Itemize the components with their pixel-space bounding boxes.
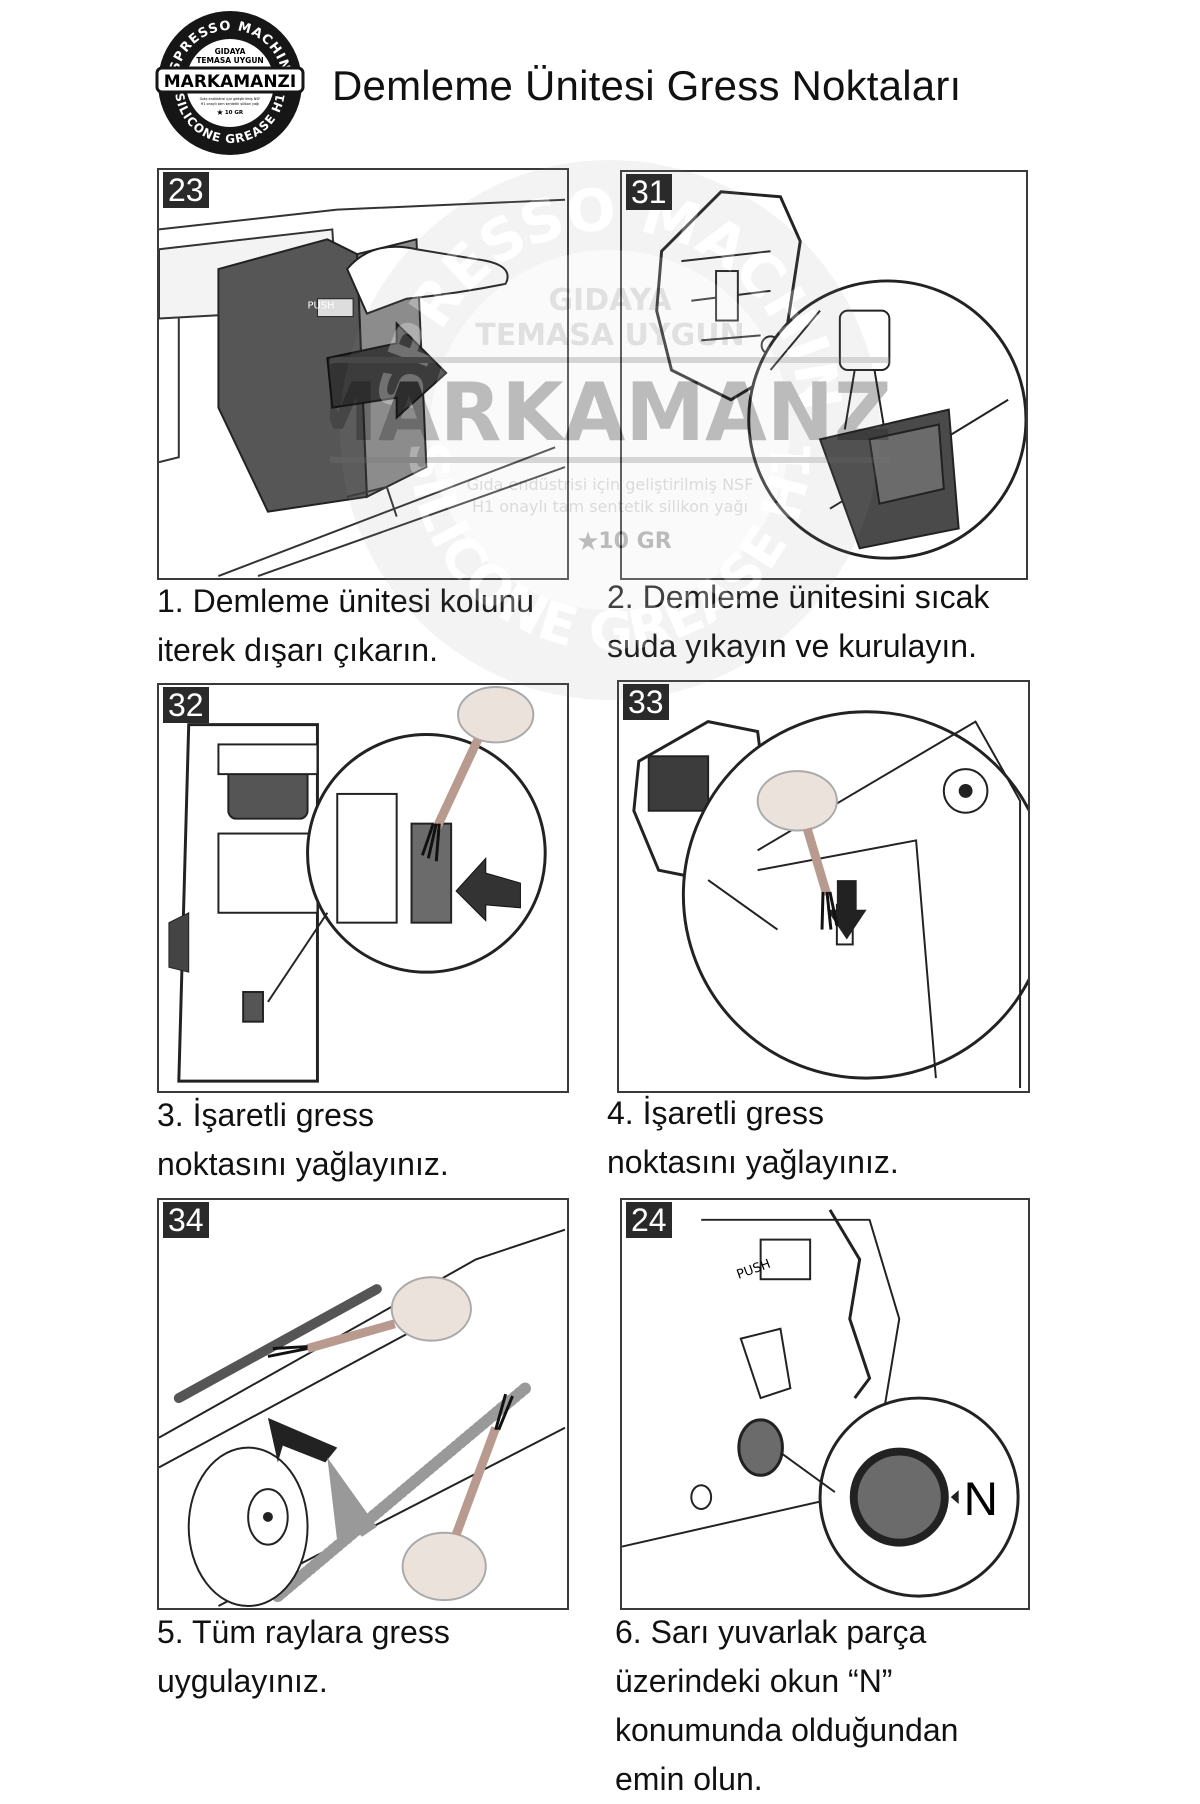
caption-line: 4. İşaretli gress xyxy=(607,1095,824,1131)
brew-unit-wash-illustration xyxy=(655,190,1026,560)
push-label: PUSH xyxy=(308,301,335,312)
page-title: Demleme Ünitesi Gress Noktaları xyxy=(332,62,962,109)
grease-point-1-illustration xyxy=(168,685,547,1083)
figure-number: 32 xyxy=(163,687,209,723)
markamanzi-logo: ESPRESSO MACHINE SILICONE GREASE H1 GIDA… xyxy=(155,11,305,155)
n-marker-label: N xyxy=(964,1473,998,1526)
figure-23-panel: 23 PUSH xyxy=(157,168,569,580)
figure-number: 24 xyxy=(626,1202,672,1238)
logo-small2: H1 onaylı tam sentetik silikon yağı xyxy=(201,102,260,106)
caption-line: üzerindeki okun “N” xyxy=(615,1663,893,1699)
step-4-caption: 4. İşaretli gress noktasını yağlayınız. xyxy=(607,1089,1037,1187)
step-2-caption: 2. Demleme ünitesini sıcak suda yıkayın … xyxy=(607,573,1047,671)
figure-number: 33 xyxy=(623,684,669,720)
grease-point-2-illustration xyxy=(632,710,1028,1089)
logo-small1: Gıda endüstrisi için geliştirilmiş NSF xyxy=(200,97,261,101)
logo-line2: TEMASA UYGUN xyxy=(196,56,263,65)
step-5-caption: 5. Tüm raylara gress uygulayınız. xyxy=(157,1608,587,1706)
caption-line: 2. Demleme ünitesini sıcak xyxy=(607,579,990,615)
step-1-caption: 1. Demleme ünitesi kolunu iterek dışarı … xyxy=(157,577,587,675)
logo-brand: MARKAMANZI xyxy=(164,72,296,92)
caption-line: konumunda olduğundan xyxy=(615,1712,959,1748)
n-position-check-illustration: PUSH N xyxy=(622,1209,1020,1598)
figure-24-panel: 24 PUSH N xyxy=(620,1198,1030,1610)
step-6-caption: 6. Sarı yuvarlak parça üzerindeki okun “… xyxy=(615,1608,1045,1804)
step-3-caption: 3. İşaretli gress noktasını yağlayınız. xyxy=(157,1091,587,1189)
figure-32-panel: 32 xyxy=(157,683,569,1093)
star-icon: ★ xyxy=(576,526,599,556)
brew-unit-removal-illustration: PUSH xyxy=(159,198,566,577)
caption-line: suda yıkayın ve kurulayın. xyxy=(607,628,977,664)
caption-line: noktasını yağlayınız. xyxy=(607,1144,899,1180)
grease-bottle-icon xyxy=(401,1393,514,1602)
logo-line1: GIDAYA xyxy=(215,47,246,56)
figure-number: 34 xyxy=(163,1202,209,1238)
caption-line: 1. Demleme ünitesi kolunu xyxy=(157,583,535,619)
caption-line: 5. Tüm raylara gress xyxy=(157,1614,450,1650)
grease-bottle-icon xyxy=(421,685,535,862)
grease-bottle-icon xyxy=(267,1276,472,1358)
caption-line: 6. Sarı yuvarlak parça xyxy=(615,1614,927,1650)
caption-line: uygulayınız. xyxy=(157,1663,328,1699)
figure-33-panel: 33 xyxy=(617,680,1030,1093)
grease-rails-illustration xyxy=(159,1228,566,1608)
caption-line: 3. İşaretli gress xyxy=(157,1097,374,1133)
caption-line: noktasını yağlayınız. xyxy=(157,1146,449,1182)
figure-31-panel: 31 xyxy=(620,170,1028,580)
caption-line: iterek dışarı çıkarın. xyxy=(157,632,438,668)
star-icon: ★ xyxy=(216,108,223,117)
grease-bottle-icon xyxy=(756,770,839,930)
logo-weight: 10 GR xyxy=(225,110,244,116)
figure-number: 23 xyxy=(163,172,209,208)
caption-line: emin olun. xyxy=(615,1761,763,1797)
header: ESPRESSO MACHINE SILICONE GREASE H1 GIDA… xyxy=(0,0,1200,160)
figure-34-panel: 34 xyxy=(157,1198,569,1610)
figure-number: 31 xyxy=(626,174,672,210)
